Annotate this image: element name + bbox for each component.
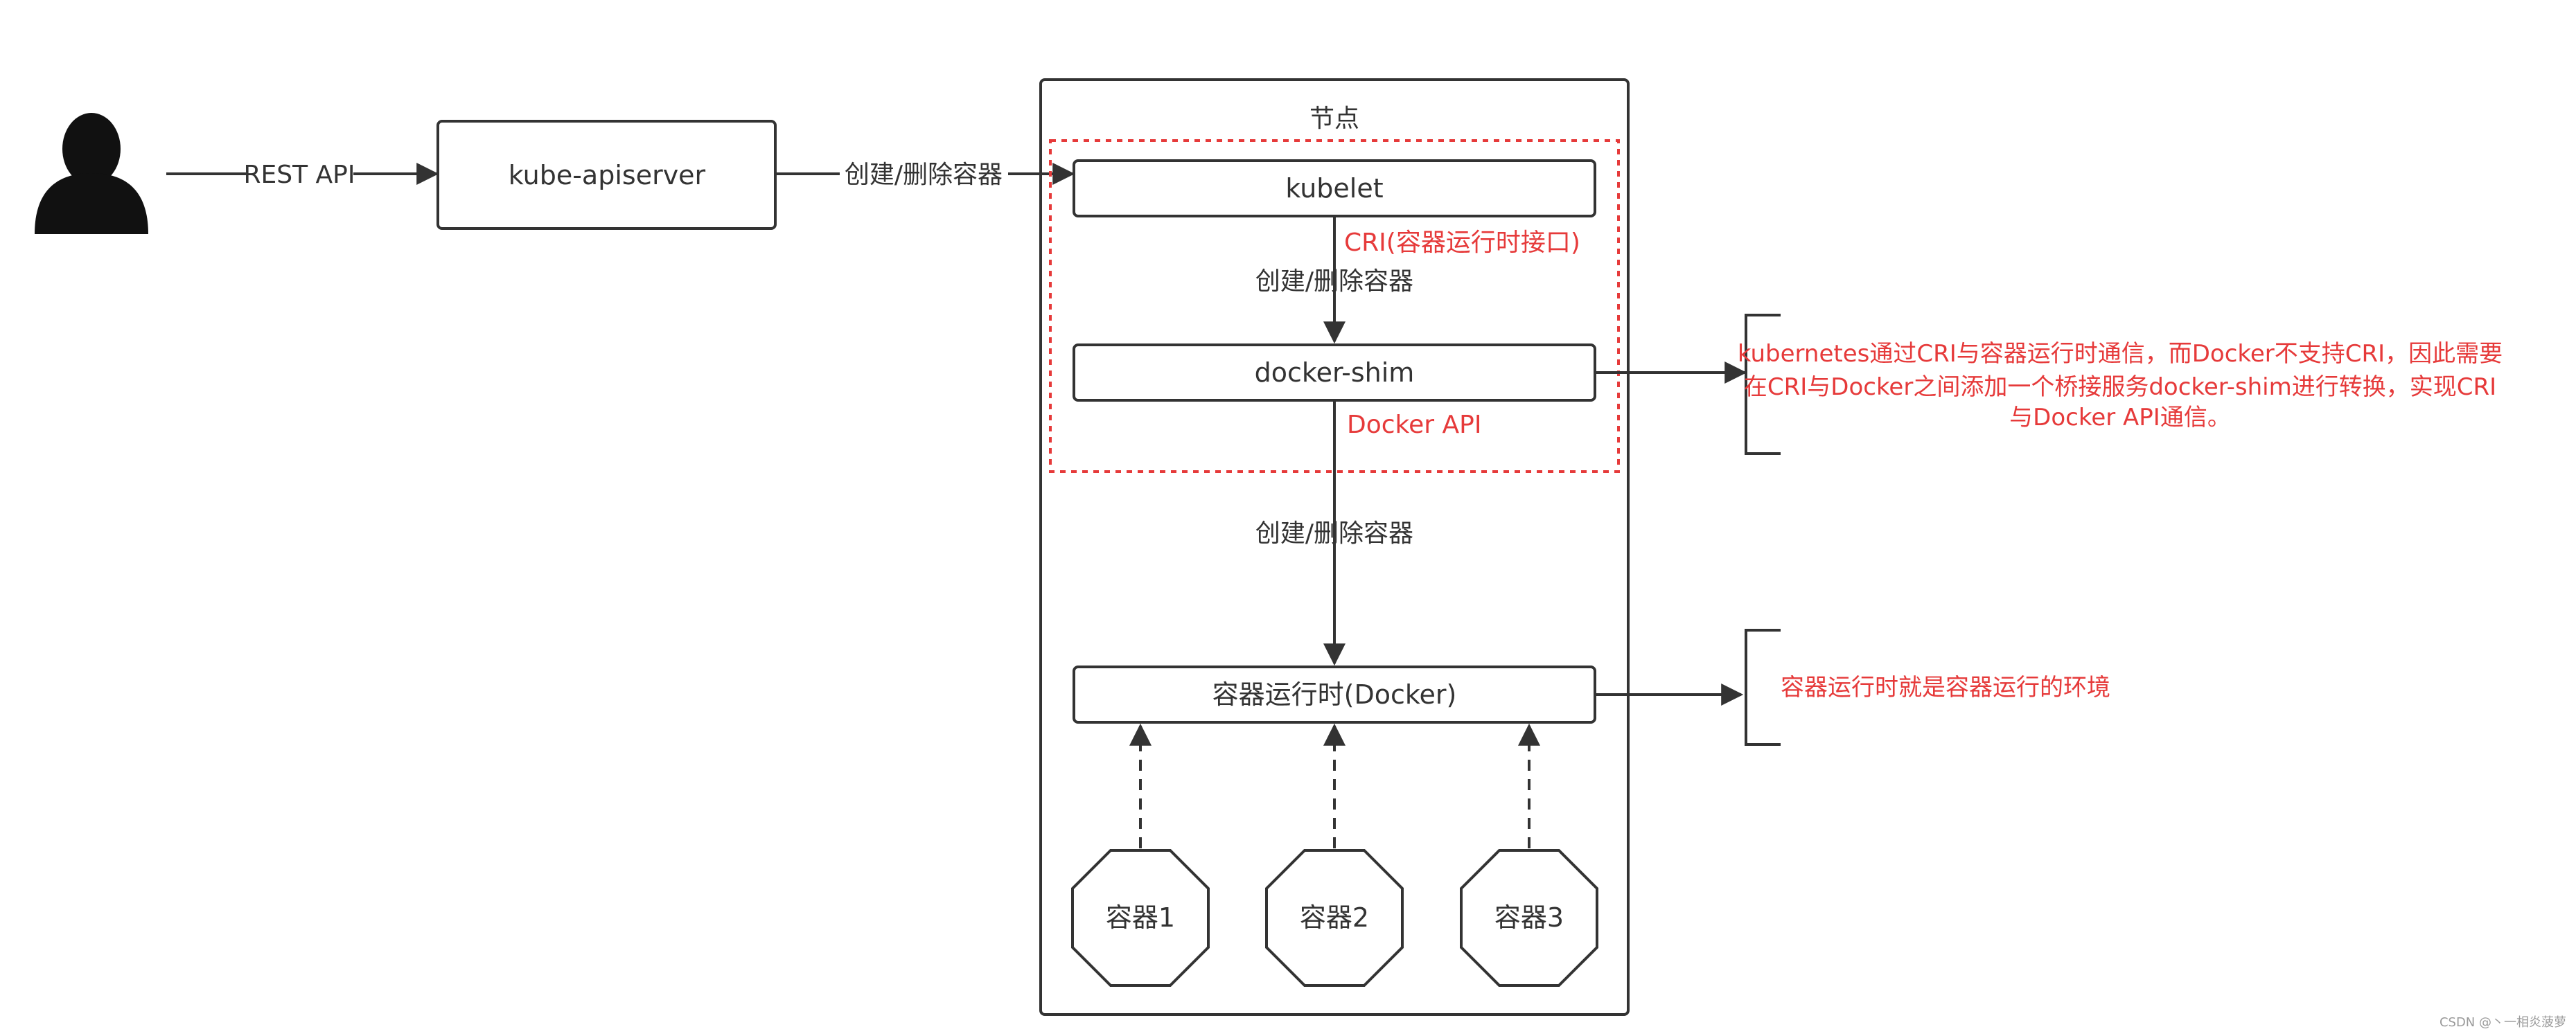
- dockershim-annotation: kubernetes通过CRI与容器运行时通信，而Docker不支持CRI，因此…: [1595, 314, 2503, 455]
- runtime-annotation: 容器运行时就是容器运行的环境: [1595, 629, 2110, 746]
- dockershim-label: docker-shim: [1255, 357, 1415, 388]
- shim-to-runtime-edge: Docker API 创建/删除容器: [1255, 400, 1481, 666]
- rest-api-label: REST API: [244, 161, 355, 189]
- container-2-label: 容器2: [1300, 902, 1369, 933]
- cri-label: CRI(容器运行时接口): [1344, 229, 1580, 257]
- node-title: 节点: [1309, 105, 1359, 133]
- create-delete-label-2: 创建/删除容器: [1255, 267, 1413, 296]
- container-edges: [1129, 723, 1540, 848]
- dockershim-note-line-3: 与Docker API通信。: [2009, 404, 2231, 431]
- kubelet-shim-boundary: [1049, 139, 1620, 473]
- create-delete-label: 创建/删除容器: [845, 161, 1003, 189]
- dockershim-note-line-1: kubernetes通过CRI与容器运行时通信，而Docker不支持CRI，因此…: [1738, 340, 2503, 368]
- kubelet-to-shim-edge: CRI(容器运行时接口) 创建/删除容器: [1255, 216, 1580, 344]
- runtime-node: 容器运行时(Docker): [1073, 666, 1596, 724]
- dockershim-node: docker-shim: [1073, 343, 1596, 402]
- container-3-label: 容器3: [1494, 902, 1564, 933]
- docker-api-label: Docker API: [1347, 411, 1481, 439]
- apiserver-node: kube-apiserver: [436, 120, 777, 230]
- apiserver-to-kubelet-edge: 创建/删除容器: [775, 161, 1075, 189]
- runtime-note: 容器运行时就是容器运行的环境: [1781, 674, 2110, 702]
- kubelet-label: kubelet: [1285, 173, 1383, 204]
- node-container: 节点: [1039, 78, 1630, 1016]
- user-icon: [35, 113, 148, 234]
- create-delete-label-3: 创建/删除容器: [1255, 519, 1413, 548]
- rest-api-edge: REST API: [166, 161, 439, 189]
- container-1-label: 容器1: [1106, 902, 1175, 933]
- apiserver-label: kube-apiserver: [509, 160, 706, 190]
- runtime-label: 容器运行时(Docker): [1212, 679, 1457, 710]
- dockershim-note-line-2: 在CRI与Docker之间添加一个桥接服务docker-shim进行转换，实现C…: [1744, 373, 2496, 401]
- watermark: CSDN @丶一相炎菠萝: [2440, 1015, 2566, 1030]
- container-2: 容器2: [1265, 849, 1404, 987]
- container-1: 容器1: [1071, 849, 1210, 987]
- container-3: 容器3: [1460, 849, 1598, 987]
- kubelet-node: kubelet: [1073, 159, 1596, 217]
